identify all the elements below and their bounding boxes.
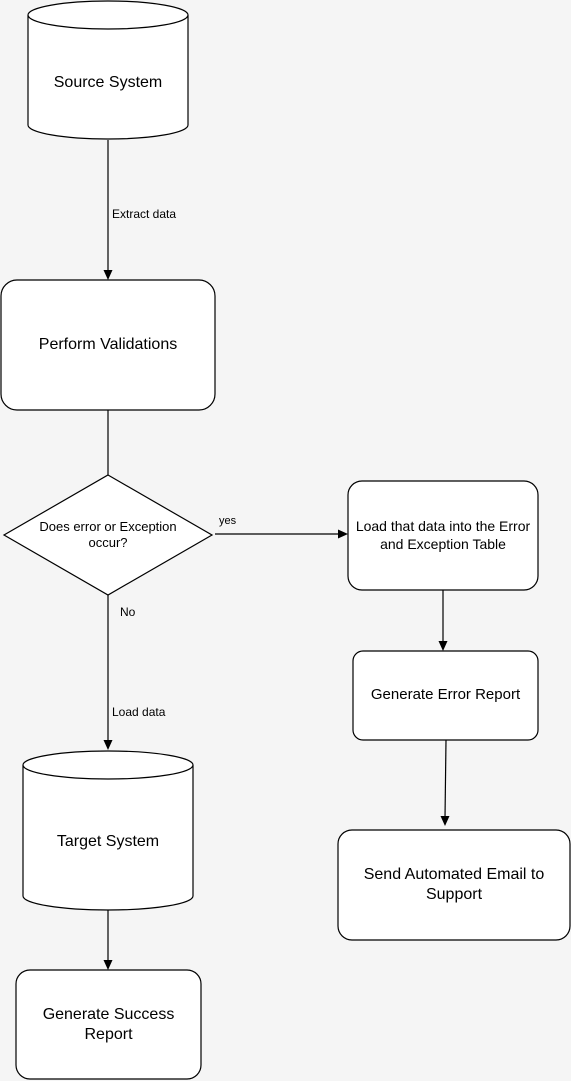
edge-load-table-to-error-report [438, 590, 448, 651]
edge-error-report-to-email [440, 739, 450, 826]
yes-label: yes [219, 515, 237, 527]
edge-no-load-data [103, 595, 113, 750]
generate-error-report-label: Generate Error Report [370, 686, 521, 704]
decision-label: Does error or Exception occur? [39, 518, 177, 550]
send-email-box[interactable] [337, 829, 571, 941]
edge-target-to-success [103, 910, 113, 970]
source-system-cylinder[interactable] [27, 0, 189, 140]
target-system-cylinder[interactable] [22, 750, 194, 911]
edge-extract-data [103, 140, 113, 280]
edge-yes [215, 529, 348, 539]
no-label: No [120, 605, 136, 619]
perform-validations-label: Perform Validations [38, 336, 178, 353]
load-data-label: Load data [112, 705, 166, 719]
send-email-label: Send Automated Email to Support [363, 866, 545, 903]
source-system-label: Source System [53, 74, 163, 91]
generate-success-report-box[interactable] [15, 969, 202, 1080]
generate-success-report-label: Generate Success Report [42, 1005, 175, 1043]
extract-data-label: Extract data [112, 207, 177, 221]
target-system-label: Target System [56, 833, 160, 850]
load-error-table-label: Load that data into the Error and Except… [355, 518, 531, 552]
